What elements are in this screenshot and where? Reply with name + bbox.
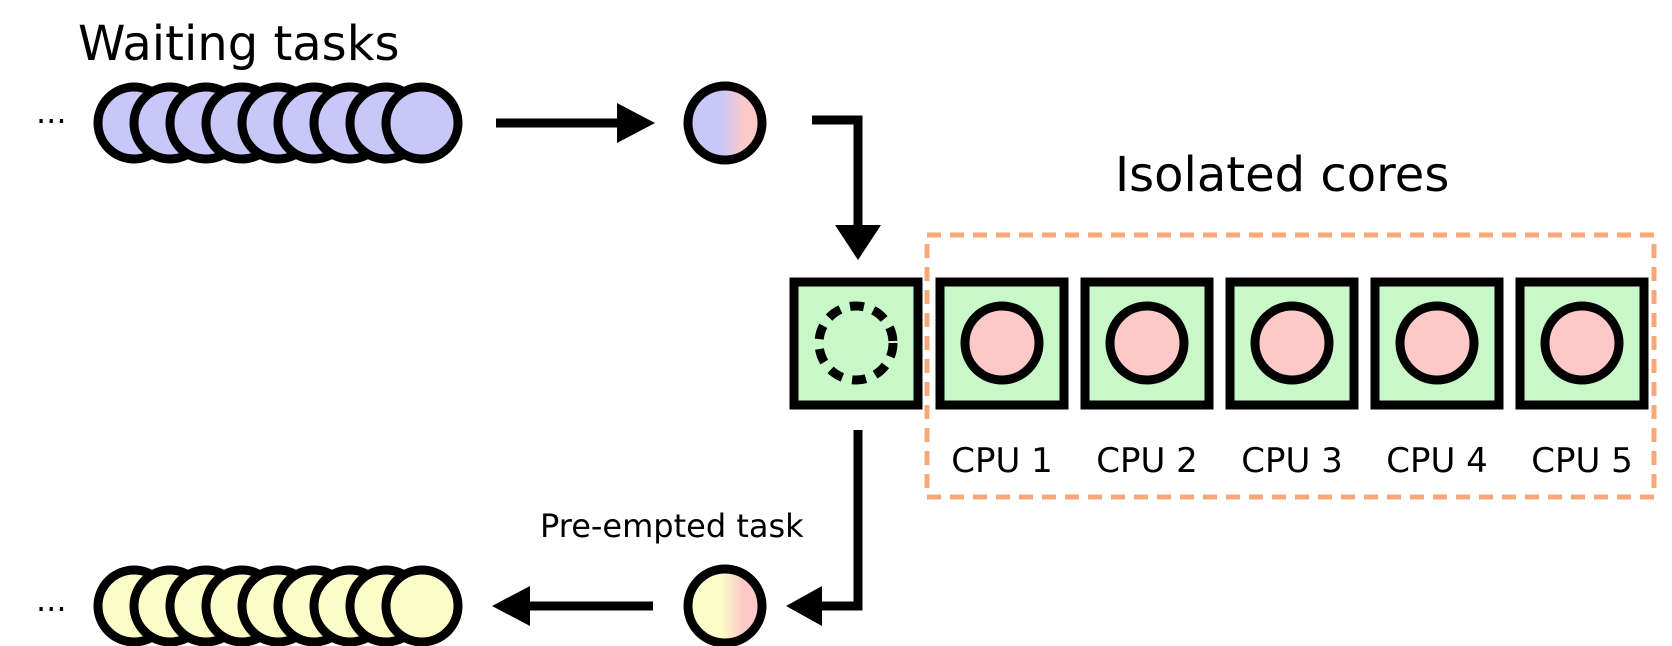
- arrow-to-preempted-queue: [492, 586, 653, 626]
- cpu-core-group: CPU 1 CPU 2 CPU 3 CPU 4 CPU 5: [935, 277, 1649, 481]
- ellipsis-bottom: ...: [36, 581, 67, 619]
- arrow-to-next-task: [496, 103, 655, 143]
- cpu-label: CPU 5: [1531, 441, 1633, 481]
- cpu-core: CPU 4: [1370, 277, 1504, 481]
- cpu-core: CPU 2: [1080, 277, 1214, 481]
- running-task-circle: [1395, 301, 1479, 385]
- isolated-cores-border: [924, 232, 1657, 500]
- preempted-queue: [93, 565, 463, 646]
- running-task-circle: [1540, 301, 1624, 385]
- running-task-circle: [960, 301, 1044, 385]
- cpu-label: CPU 3: [1241, 441, 1343, 481]
- next-task-circle: [683, 81, 767, 165]
- preempted-task-label: Pre-empted task: [540, 507, 804, 545]
- isolated-cores-label: Isolated cores: [1115, 147, 1449, 203]
- arrow-to-core: [812, 115, 881, 260]
- waiting-queue: [93, 82, 463, 164]
- shared-core-box: [789, 277, 923, 410]
- cpu-label: CPU 1: [951, 441, 1053, 481]
- cpu-core: CPU 1: [935, 277, 1069, 481]
- cpu-core: CPU 5: [1515, 277, 1649, 481]
- preempted-task-circle: [381, 565, 463, 646]
- arrow-to-preempted: [786, 430, 863, 626]
- waiting-task-circle: [381, 82, 463, 164]
- empty-slot-circle: [814, 301, 898, 385]
- cpu-label: CPU 4: [1386, 441, 1488, 481]
- ellipsis-top: ...: [36, 93, 67, 131]
- running-task-circle: [1250, 301, 1334, 385]
- shared-core: [789, 277, 923, 410]
- waiting-tasks-label: Waiting tasks: [78, 16, 400, 72]
- running-task-circle: [1105, 301, 1189, 385]
- cpu-label: CPU 2: [1096, 441, 1198, 481]
- cpu-core: CPU 3: [1225, 277, 1359, 481]
- preempted-task-circle: [683, 564, 767, 646]
